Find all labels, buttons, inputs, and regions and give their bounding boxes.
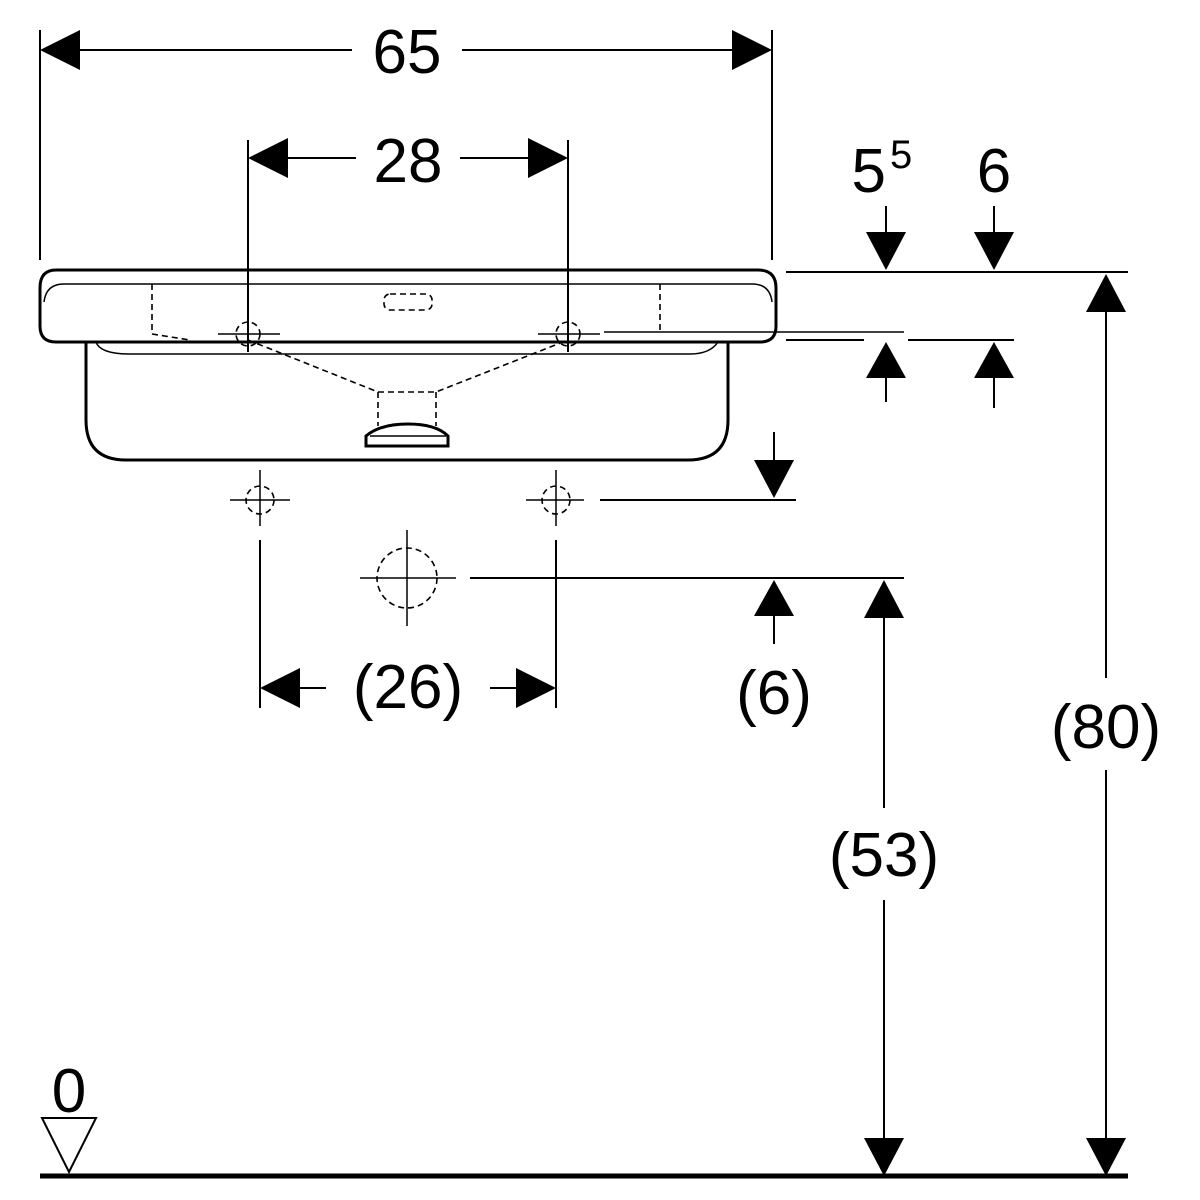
dim-rim-thickness: 5 5 6 <box>786 133 1128 408</box>
dim-supply-spacing: (26) <box>259 540 557 722</box>
dim-total-height: (80) <box>1051 274 1161 1176</box>
label-total-height: (80) <box>1051 693 1161 762</box>
label-supply-spacing: (26) <box>353 653 463 722</box>
dim-drain-offset: (6) <box>736 580 812 728</box>
label-rim-depth: 6 <box>977 137 1011 206</box>
dim-drain-height: (53) <box>829 580 939 1176</box>
label-drain-offset: (6) <box>736 659 812 728</box>
label-overall-width: 65 <box>373 18 442 87</box>
floor-level: 0 <box>40 1057 1128 1179</box>
supply-connection-right <box>526 470 796 526</box>
dim-supply-level-arrow <box>754 432 794 498</box>
label-tap-hole-spacing: 28 <box>374 127 443 196</box>
dim-overall-width: 65 <box>39 18 773 260</box>
label-floor-level: 0 <box>52 1057 86 1126</box>
supply-connection-left <box>230 470 290 526</box>
basin-outline <box>38 268 778 462</box>
dim-tap-hole-spacing: 28 <box>247 127 569 352</box>
label-rim-thickness-sup: 5 <box>890 133 912 177</box>
label-rim-thickness: 5 <box>852 137 886 206</box>
level-triangle-icon <box>40 1117 98 1175</box>
drain-connection <box>360 530 904 626</box>
label-drain-height: (53) <box>829 821 939 890</box>
